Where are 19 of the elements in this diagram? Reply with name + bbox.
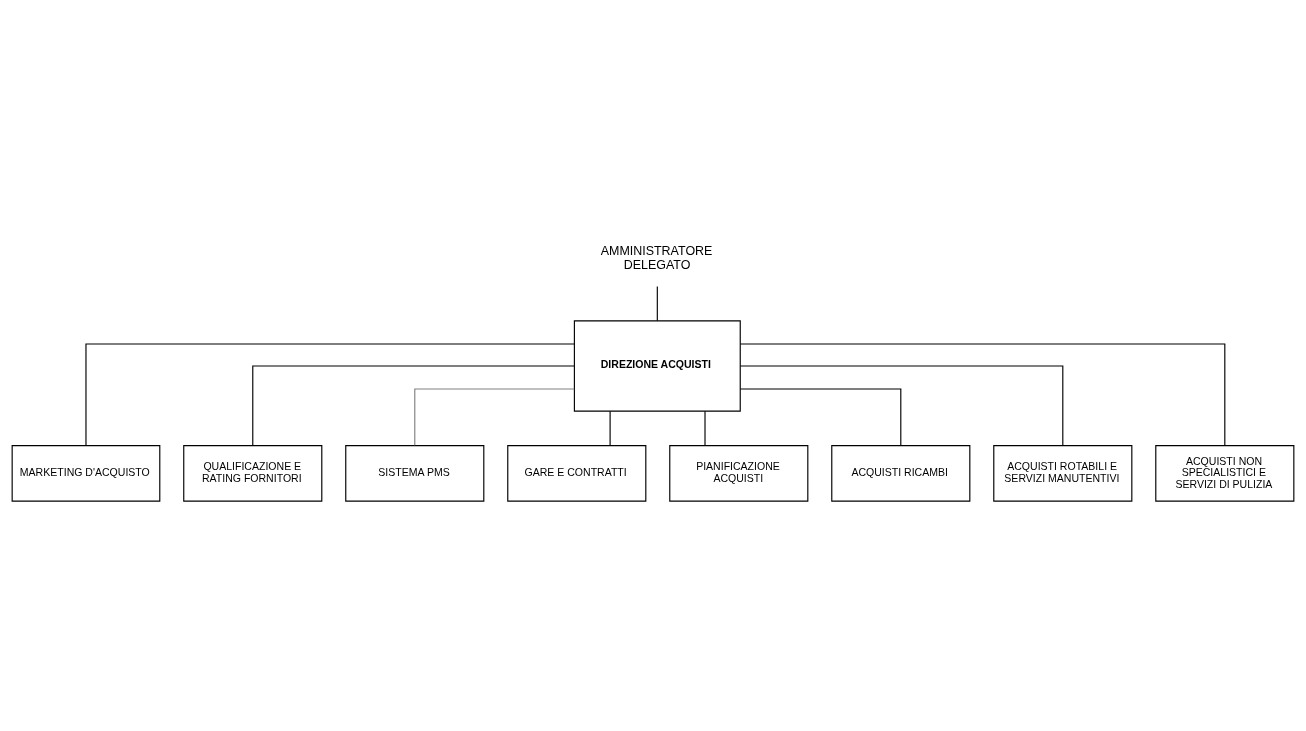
node-box: DIREZIONE ACQUISTI (573, 319, 741, 412)
connector (739, 364, 1064, 446)
connector (414, 387, 575, 446)
node-box: GARE E CONTRATTI (507, 444, 647, 502)
node-box: PIANIFICAZIONE ACQUISTI (669, 444, 809, 502)
connector (656, 285, 658, 321)
node-box: QUALIFICAZIONE E RATING FORNITORI (183, 444, 323, 502)
connector (609, 410, 611, 446)
connector (739, 387, 902, 446)
node-box: ACQUISTI ROTABILI E SERVIZI MANUTENTIVI (993, 444, 1133, 502)
connector (252, 364, 575, 446)
connector (739, 342, 1226, 446)
node-box: SISTEMA PMS (345, 444, 485, 502)
node-text: AMMINISTRATORE DELEGATO (600, 243, 713, 272)
node-box: ACQUISTI RICAMBI (831, 444, 971, 502)
connector (85, 342, 575, 446)
node-box: MARKETING D'ACQUISTO (11, 444, 161, 502)
node-box: ACQUISTI NON SPECIALISTICI E SERVIZI DI PULIZIA (1155, 444, 1295, 502)
connector (704, 410, 706, 446)
